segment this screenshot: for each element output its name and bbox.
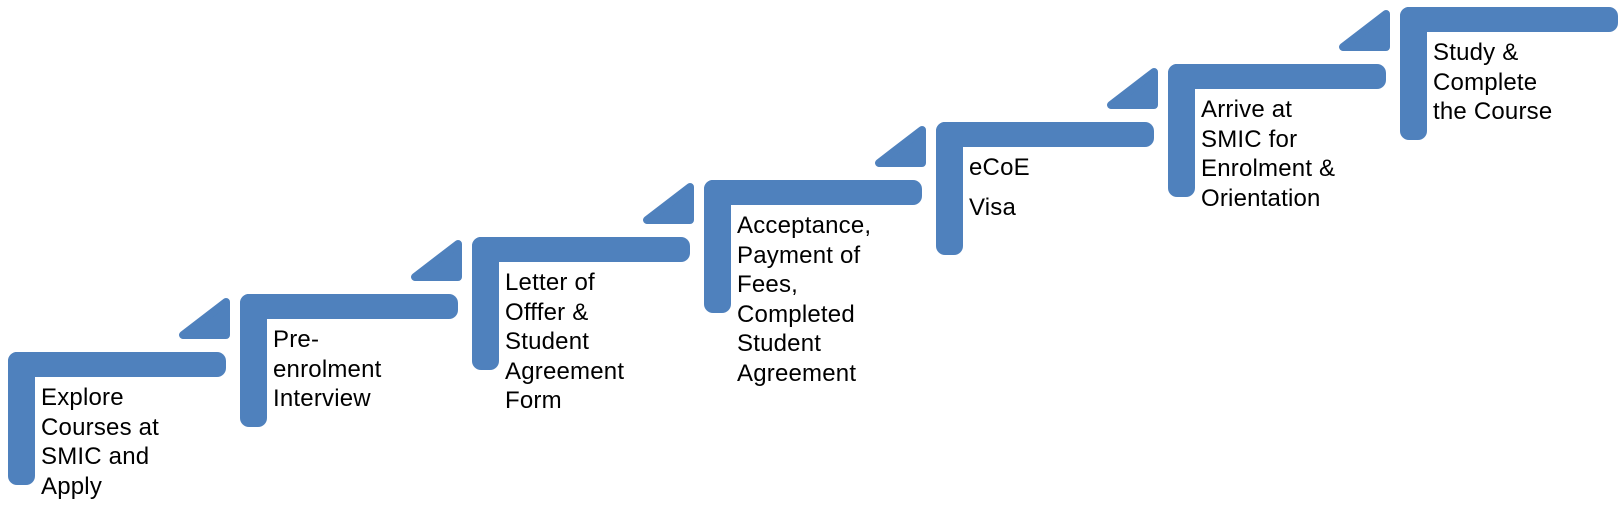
step-label-line: Complete [1433, 68, 1538, 96]
step-bar-horizontal [936, 122, 1154, 147]
step-label-line: Form [505, 387, 562, 414]
step-label-line: Payment of [737, 241, 861, 269]
step-bar-horizontal [1168, 64, 1386, 89]
step-label-line: Pre- [273, 326, 320, 353]
step-up-arrow-icon [1106, 67, 1159, 109]
step-label-line: the Course [1433, 98, 1553, 125]
step-bar-horizontal [472, 237, 690, 262]
step-bar-vertical [704, 180, 731, 313]
step-label-line: Student [737, 330, 822, 357]
step-label-line: Enrolment & [1201, 155, 1336, 182]
step-label-line: Agreement [737, 359, 857, 387]
step-label-line: Letter of [505, 269, 595, 296]
step-bar-vertical [1400, 7, 1427, 140]
step-label-line: Acceptance, [737, 212, 872, 239]
step-label-line: Completed [737, 300, 855, 328]
step-label-line: Explore [41, 384, 124, 411]
step-label: eCoE Visa [969, 153, 1174, 222]
step-label-line: Agreement [505, 357, 625, 385]
step-bar-horizontal [240, 294, 458, 319]
step-up-arrow-icon [642, 182, 695, 224]
step-label-line: SMIC and [41, 443, 150, 470]
step-label-line: Offfer & [505, 298, 589, 326]
step-bar-vertical [240, 294, 267, 427]
step-bar-horizontal [1400, 7, 1618, 32]
step-label-line: Fees, [737, 271, 799, 298]
step-label-line: Interview [273, 385, 371, 412]
step-bar-horizontal [8, 352, 226, 377]
step-up-arrow-icon [410, 239, 463, 281]
step-bar-horizontal [704, 180, 922, 205]
step-bar-vertical [1168, 64, 1195, 197]
step-label-line: Courses at [41, 413, 160, 441]
step-label-line: eCoE [969, 154, 1030, 181]
step-up-arrow-icon [1338, 9, 1391, 51]
step-bar-vertical [936, 122, 963, 255]
step-label-line: Study & [1433, 39, 1519, 66]
step-label-line: Arrive at [1201, 96, 1293, 123]
step-up-arrow-icon [178, 297, 231, 339]
step-label-line: enrolment [273, 355, 382, 383]
step-label-line: Apply [41, 472, 103, 500]
step-label-line: SMIC for [1201, 125, 1298, 153]
step-bar-vertical [472, 237, 499, 370]
step-label-line: Student [505, 328, 590, 355]
step-label-line: Visa [969, 193, 1017, 221]
step-label-line: Orientation [1201, 184, 1321, 212]
step-up-arrow-icon [874, 125, 927, 167]
step-bar-vertical [8, 352, 35, 485]
